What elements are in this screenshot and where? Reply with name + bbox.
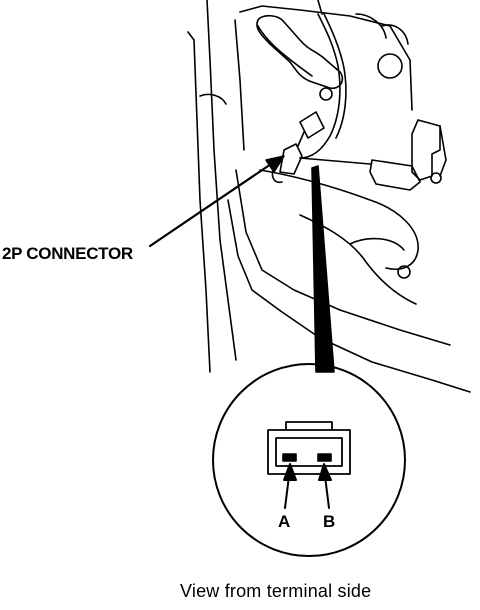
inner-panel-cutouts — [256, 13, 409, 90]
zoom-callout-circle — [212, 363, 406, 557]
wire-harness — [299, 0, 371, 165]
connector-terminal-view — [267, 421, 351, 475]
two-pin-connector — [271, 111, 325, 184]
door-lower-contour — [199, 93, 419, 305]
pin-b-label: B — [323, 512, 336, 531]
pin-a-label: A — [278, 512, 291, 531]
terminal-a — [282, 453, 297, 462]
connector-leader-arrow — [148, 155, 285, 248]
pin-pointer-arrows — [283, 463, 332, 509]
connector-label: 2P CONNECTOR — [2, 244, 133, 263]
door-bracket — [369, 119, 447, 191]
view-caption: View from terminal side — [180, 581, 372, 601]
magnification-wedge — [311, 165, 335, 373]
door-panel-outline — [187, 0, 471, 393]
terminal-b — [317, 453, 332, 462]
